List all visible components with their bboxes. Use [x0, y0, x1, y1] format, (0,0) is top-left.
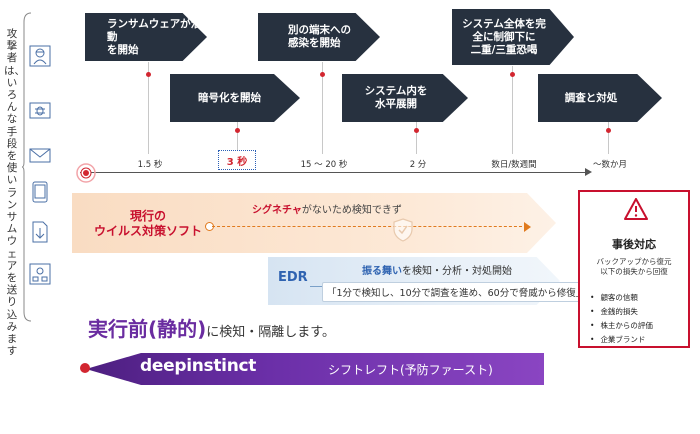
- attacker-vertical-text: 攻撃者は、いろんな手段を使いランサムウェアを送り込みます: [4, 28, 25, 358]
- deepinstinct-start-dot: [80, 363, 90, 373]
- deepinstinct-arrow: [86, 353, 544, 385]
- tick-label-2min: 2 分: [409, 160, 427, 170]
- tick-line: [148, 62, 149, 154]
- timeline-start-marker: [76, 163, 96, 183]
- headline-rest: に検知・隔離します。: [206, 325, 335, 340]
- tick-dot: [235, 128, 240, 133]
- tick-label-15-20sec: 15 ～ 20 秒: [300, 160, 348, 170]
- list-item: 企業ブランド: [590, 333, 653, 347]
- edr-quote: 「1分で検知し、10分で調査を進め、60分で脅威から修復」: [322, 282, 591, 302]
- deepinstinct-logo: deepinstinct: [140, 356, 257, 376]
- edr-label: EDR: [278, 270, 308, 285]
- event-investigation: 調査と対処: [538, 74, 662, 122]
- hacker-icon: [28, 44, 52, 68]
- list-item: 顧客の信頼: [590, 291, 653, 305]
- mail-icon: [28, 143, 52, 167]
- tick-dot: [414, 128, 419, 133]
- tick-line: [416, 122, 417, 154]
- aftermath-loss-list: 顧客の信頼 金銭的損失 株主からの評価 企業ブランド: [590, 291, 653, 347]
- legacy-av-dashed-arrowhead: [524, 222, 531, 232]
- shift-left-caption: シフトレフト(予防ファースト): [328, 363, 493, 377]
- tick-line: [322, 62, 323, 154]
- legacy-av-note: シグネチャがないため検知できず: [252, 205, 402, 216]
- tick-dot: [320, 72, 325, 77]
- bug-icon: [28, 99, 52, 123]
- event-spread-start: 別の端末への感染を開始: [258, 13, 380, 61]
- edr-note: 振る舞いを検知・分析・対処開始: [362, 266, 512, 277]
- tick-label-1: 1.5 秒: [137, 160, 163, 170]
- tick-label-3sec: 3 秒: [218, 150, 256, 170]
- event-encryption-start: 暗号化を開始: [170, 74, 300, 122]
- tablet-icon: [28, 180, 52, 204]
- tick-dot: [510, 72, 515, 77]
- legacy-av-dashed-arrow: [212, 226, 527, 227]
- event-lateral-movement: システム内を水平展開: [342, 74, 468, 122]
- download-file-icon: [28, 220, 52, 244]
- aftermath-title: 事後対応: [612, 238, 656, 251]
- legacy-av-band: [72, 193, 556, 253]
- headline-emphasis: 実行前(静的): [88, 317, 207, 341]
- tick-line: [237, 122, 238, 150]
- tick-line: [512, 66, 513, 154]
- left-brace: [22, 12, 32, 322]
- event-full-control: システム全体を完全に制御下に二重/三重恐喝: [452, 9, 574, 65]
- aftermath-box: 事後対応 バックアップから復元 以下の損失から回復 顧客の信頼 金銭的損失 株主…: [578, 190, 690, 348]
- aftermath-subtitle: バックアップから復元 以下の損失から回復: [596, 257, 672, 276]
- tick-line: [608, 122, 609, 154]
- shield-check-icon: [393, 218, 413, 242]
- timeline-axis-arrowhead: [585, 168, 592, 176]
- event-ransomware-start: ランサムウェアが活動を開始: [85, 13, 207, 61]
- tick-dot: [606, 128, 611, 133]
- tick-dot: [146, 72, 151, 77]
- edr-connector: [310, 286, 322, 287]
- tick-label-days-weeks: 数日/数週間: [491, 160, 537, 170]
- list-item: 株主からの評価: [590, 319, 653, 333]
- headline: 実行前(静的)に検知・隔離します。: [88, 313, 335, 342]
- tick-label-months: ～数か月: [592, 160, 628, 170]
- network-icon: [28, 262, 52, 286]
- timeline-axis: [80, 172, 585, 173]
- warning-icon: [624, 198, 648, 220]
- legacy-av-title: 現行の ウイルス対策ソフト: [93, 209, 202, 238]
- list-item: 金銭的損失: [590, 305, 653, 319]
